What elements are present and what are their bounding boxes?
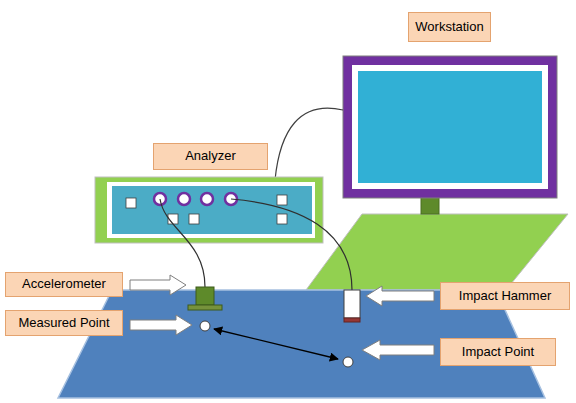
label-text: Impact Point [462,345,534,359]
impact-hammer [344,290,360,318]
measured-point [200,321,210,331]
cable [275,108,343,180]
analyzer-button [277,214,287,224]
analyzer-port [201,193,213,205]
analyzer-bezel [107,182,315,238]
impact-point [343,357,353,367]
pointer-arrow [130,275,186,295]
label-text: Impact Hammer [459,289,551,303]
analyzer-button [277,195,287,205]
analyzer-port [178,193,190,205]
label-box: Impact Hammer [440,282,570,310]
label-box: Impact Point [440,338,556,366]
hammer-tip [344,318,360,322]
monitor-stand [421,196,439,214]
label-box: Analyzer [153,143,268,170]
accelerometer [196,287,214,305]
analyzer-button [189,214,199,224]
distance-arrow [214,329,338,359]
pointer-arrow [366,286,434,306]
analyzer-panel [112,186,312,234]
pointer-arrow [362,340,434,360]
label-text: Measured Point [18,316,109,330]
monitor-frame [343,56,557,198]
analyzer-button [126,198,136,208]
label-box: Measured Point [5,310,123,336]
keyboard [306,214,568,290]
pointer-arrow [130,315,192,335]
label-box: Accelerometer [5,272,123,297]
monitor-screen [358,71,542,183]
accelerometer-wire [160,199,205,287]
hammer-wire [231,199,352,290]
accelerometer-base [188,305,222,310]
monitor-bezel [352,65,548,189]
label-text: Analyzer [185,149,236,163]
label-text: Accelerometer [22,277,106,291]
label-text: Workstation [415,20,483,34]
label-box: Workstation [408,12,491,42]
